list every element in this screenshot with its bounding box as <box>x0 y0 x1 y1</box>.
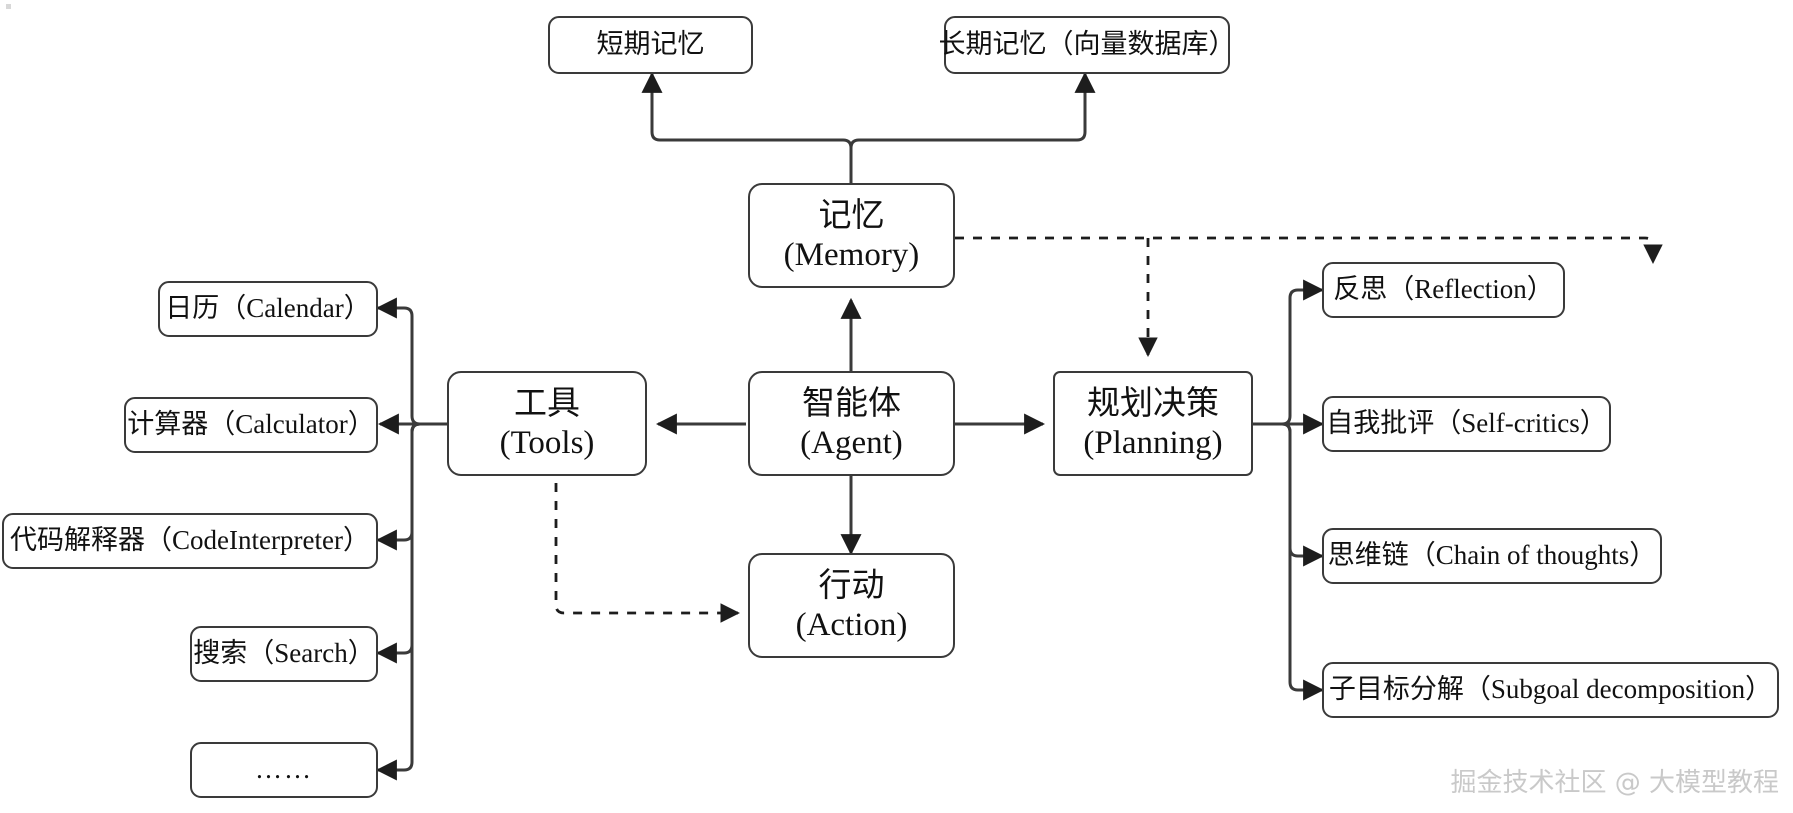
node-agent[interactable]: 智能体 (Agent) <box>748 371 955 476</box>
node-planning-label-cn: 规划决策 <box>1087 385 1219 422</box>
node-planning-chain-of-thoughts[interactable]: 思维链（Chain of thoughts） <box>1322 528 1662 584</box>
edge-tools-to-action-dashed <box>554 465 740 623</box>
node-planning-chain-of-thoughts-label: 思维链（Chain of thoughts） <box>1327 540 1657 571</box>
node-memory-label-cn: 记忆 <box>818 197 885 234</box>
node-tool-calendar-label: 日历（Calendar） <box>165 293 371 324</box>
node-planning-self-critics[interactable]: 自我批评（Self-critics） <box>1322 396 1611 452</box>
node-agent-label-cn: 智能体 <box>802 385 901 422</box>
edge-planning-to-subgoal <box>1253 422 1325 701</box>
node-action-label-en: (Action) <box>795 606 908 643</box>
node-tool-more-label: …… <box>255 754 313 785</box>
node-tool-calendar[interactable]: 日历（Calendar） <box>158 281 378 337</box>
node-action[interactable]: 行动 (Action) <box>748 553 955 658</box>
node-short-term-memory-label: 短期记忆 <box>596 29 705 60</box>
node-long-term-memory-label: 长期记忆（向量数据库） <box>938 29 1236 60</box>
edge-memory-to-shortterm <box>641 71 853 183</box>
node-short-term-memory[interactable]: 短期记忆 <box>548 16 753 74</box>
node-long-term-memory[interactable]: 长期记忆（向量数据库） <box>939 16 1236 74</box>
edge-memory-to-longterm <box>849 71 1096 183</box>
node-planning-label-en: (Planning) <box>1083 424 1223 461</box>
node-planning[interactable]: 规划决策 (Planning) <box>1053 371 1253 476</box>
edge-memory-to-reflection-dashed <box>955 236 1663 264</box>
node-planning-subgoal-decomposition[interactable]: 子目标分解（Subgoal decomposition） <box>1322 662 1779 718</box>
edge-planning-to-reflection <box>1253 279 1325 426</box>
node-memory[interactable]: 记忆 (Memory) <box>748 183 955 288</box>
node-action-label-cn: 行动 <box>818 567 885 604</box>
node-tool-search-label: 搜索（Search） <box>193 638 375 669</box>
watermark: 掘金技术社区 @ 大模型教程 <box>1450 768 1779 798</box>
node-tools-label-cn: 工具 <box>514 385 580 422</box>
node-planning-subgoal-decomposition-label: 子目标分解（Subgoal decomposition） <box>1328 674 1773 705</box>
node-tool-code-interpreter-label: 代码解释器（CodeInterpreter） <box>10 525 370 556</box>
node-memory-label-en: (Memory) <box>783 236 920 273</box>
node-planning-reflection-label: 反思（Reflection） <box>1333 274 1554 305</box>
edge-planning-to-chainofthoughts <box>1253 422 1325 567</box>
node-tool-calculator-label: 计算器（Calculator） <box>127 409 375 440</box>
node-tools-label-en: (Tools) <box>499 424 595 461</box>
node-tools[interactable]: 工具 (Tools) <box>447 371 647 476</box>
node-planning-reflection[interactable]: 反思（Reflection） <box>1322 262 1565 318</box>
node-agent-label-en: (Agent) <box>800 424 903 461</box>
node-planning-self-critics-label: 自我批评（Self-critics） <box>1326 408 1607 439</box>
node-tool-calculator[interactable]: 计算器（Calculator） <box>124 397 378 453</box>
corner-mark <box>6 4 11 9</box>
node-tool-more[interactable]: …… <box>190 742 378 798</box>
node-tool-code-interpreter[interactable]: 代码解释器（CodeInterpreter） <box>2 513 378 569</box>
node-tool-search[interactable]: 搜索（Search） <box>190 626 378 682</box>
